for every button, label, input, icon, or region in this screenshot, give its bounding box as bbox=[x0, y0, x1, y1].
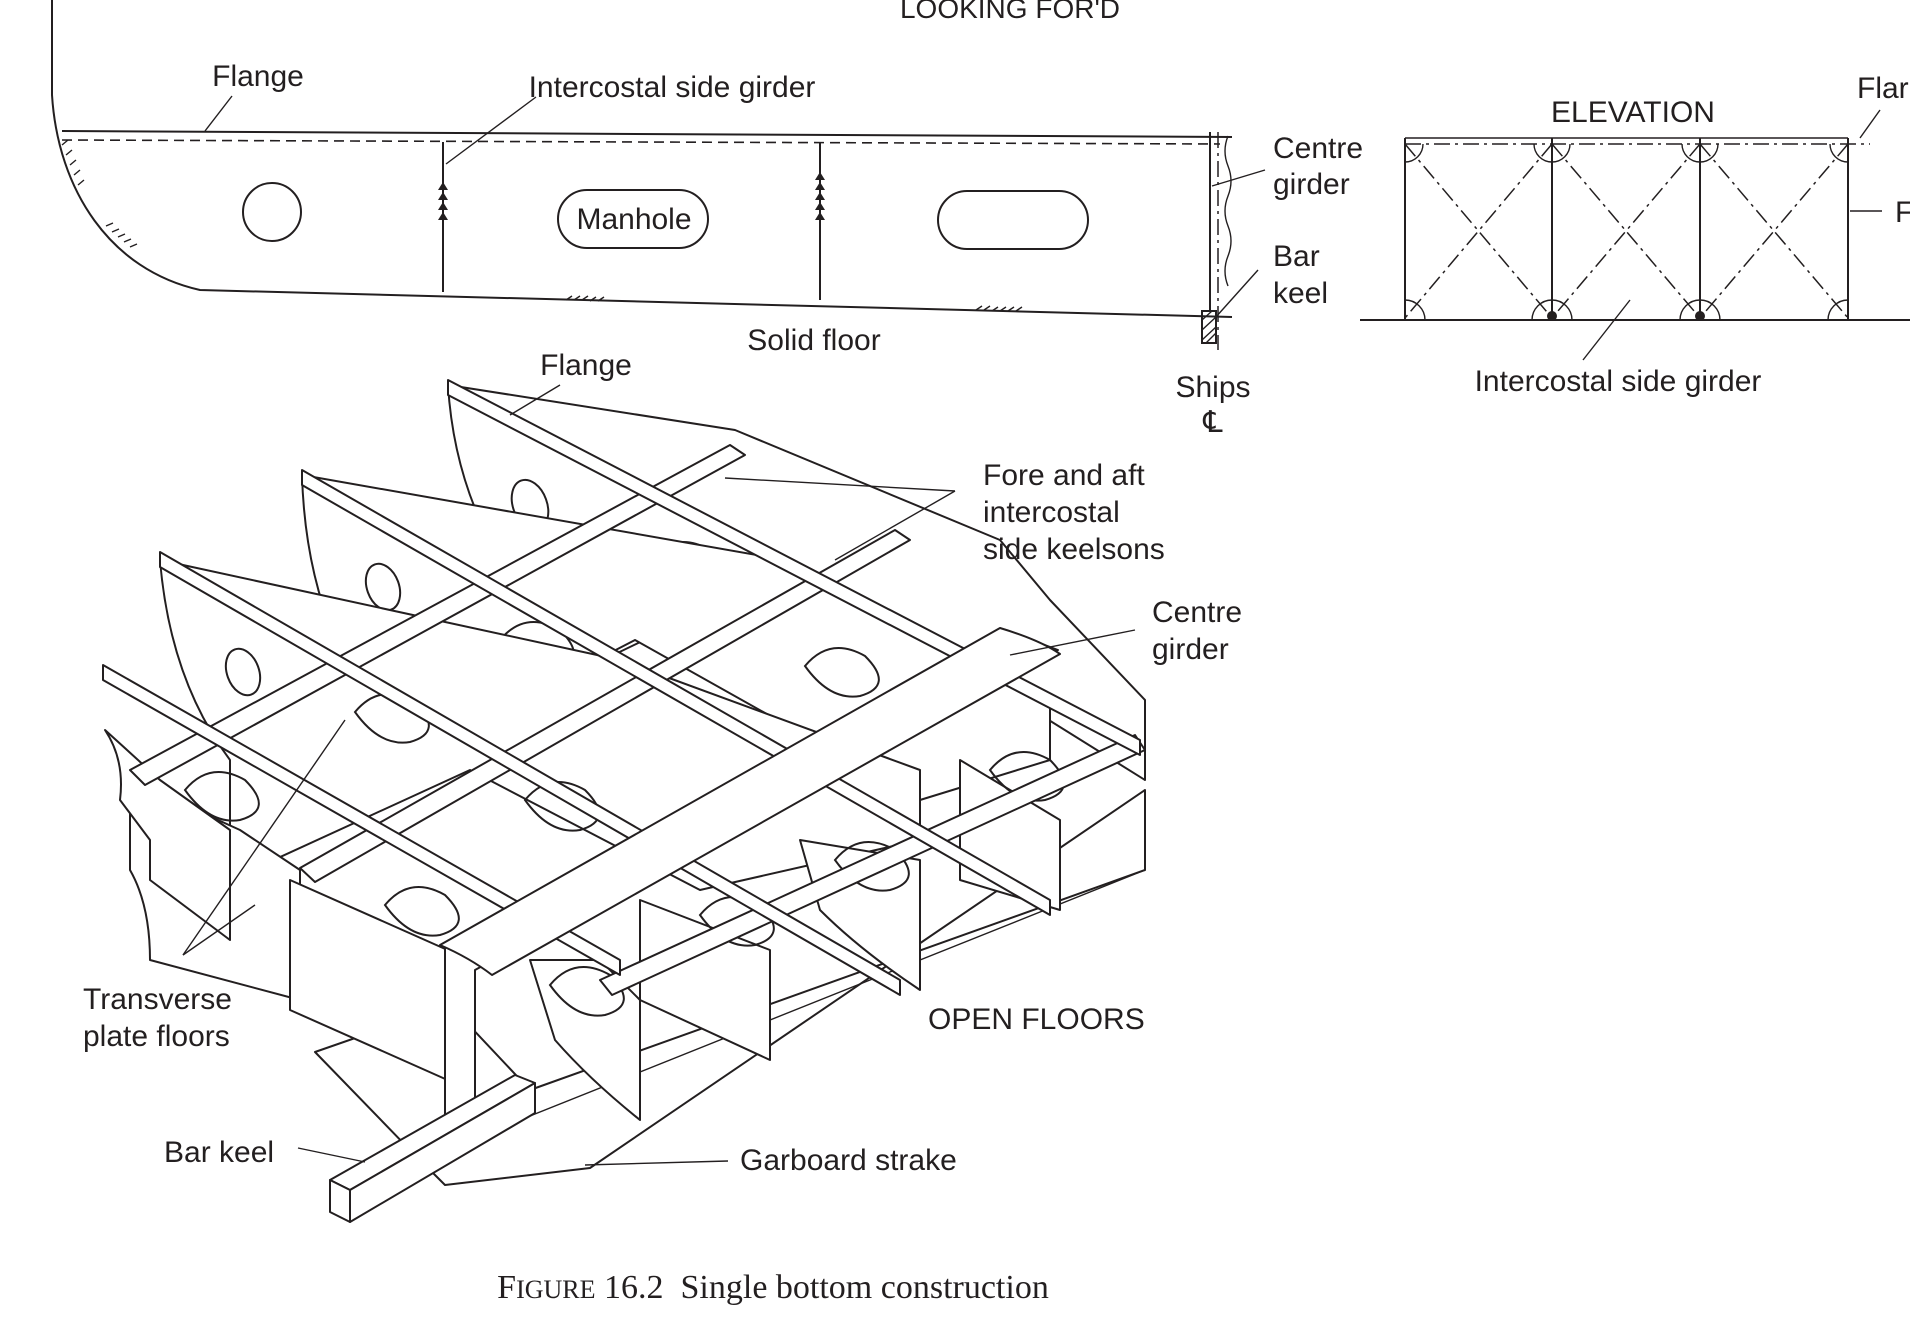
iso-label-centre-girder-line2: girder bbox=[1152, 633, 1229, 666]
caption-prefix: F bbox=[497, 1269, 516, 1306]
iso-label-keelsons-line3: side keelsons bbox=[983, 533, 1165, 566]
label-ships-centreline-symbol: ℄ bbox=[1202, 406, 1222, 439]
bilge-weld-marks bbox=[61, 139, 138, 248]
floor-dashed-line bbox=[61, 139, 1221, 145]
leader-keelsons-b bbox=[834, 490, 956, 561]
elevation-brackets-top bbox=[1404, 143, 1849, 163]
leader-keelsons-a bbox=[724, 477, 956, 492]
lightening-hole-oval bbox=[937, 190, 1089, 250]
side-keelson-2 bbox=[299, 529, 911, 883]
leader-transverse-a bbox=[182, 719, 346, 956]
centre-girder-break bbox=[1224, 135, 1232, 287]
label-ships-line1: Ships bbox=[1175, 371, 1250, 404]
iso-label-bar-keel: Bar keel bbox=[164, 1136, 274, 1169]
centre-girder-flange bbox=[439, 627, 1061, 976]
label-centre-girder-line1: Centre bbox=[1273, 132, 1363, 165]
leader-transverse-b bbox=[182, 904, 256, 956]
elevation-label-flange-partial: Flar bbox=[1857, 72, 1909, 105]
elevation-heading: ELEVATION bbox=[1551, 96, 1715, 129]
iso-label-keelsons-line2: intercostal bbox=[983, 496, 1120, 529]
iso-label-keelsons-line1: Fore and aft bbox=[983, 459, 1145, 492]
isometric-view: Flange Fore and aft intercostal side kee… bbox=[83, 349, 1242, 1223]
iso-label-garboard-strake: Garboard strake bbox=[740, 1144, 957, 1177]
caption-smallcaps: IGURE bbox=[516, 1275, 595, 1304]
iso-label-transverse-line1: Transverse bbox=[83, 983, 232, 1016]
lightening-hole-round bbox=[242, 182, 302, 242]
section-heading: LOOKING FOR'D bbox=[900, 0, 1120, 24]
elevation-view: ELEVATION Flar F Intercostal side girder bbox=[1360, 72, 1910, 398]
elevation-label-floor-partial: F bbox=[1895, 196, 1910, 229]
label-intercostal-side-girder: Intercostal side girder bbox=[529, 71, 816, 104]
label-bar-keel-line1: Bar bbox=[1273, 240, 1320, 273]
elevation-diagonals bbox=[1404, 143, 1849, 319]
elevation-rivet-2 bbox=[1547, 311, 1557, 321]
leader-centre-girder bbox=[1211, 169, 1266, 187]
figure-caption: FIGURE 16.2 Single bottom construction bbox=[497, 1269, 1049, 1306]
flange-strip-1 bbox=[102, 664, 621, 976]
iso-label-centre-girder-line1: Centre bbox=[1152, 596, 1242, 629]
manhole-outline bbox=[557, 189, 709, 249]
leader-bar-keel bbox=[297, 1147, 366, 1163]
bar-keel-hatching bbox=[1201, 310, 1217, 344]
leader-iso-centre-girder bbox=[1009, 629, 1136, 656]
label-bar-keel-line2: keel bbox=[1273, 277, 1328, 310]
side-keelson-3 bbox=[599, 734, 1146, 996]
leader-elevation-flange bbox=[1859, 109, 1881, 139]
elevation-label-intercostal-side-girder: Intercostal side girder bbox=[1475, 365, 1762, 398]
section-view: LOOKING FOR'D Manhole Flange bbox=[51, 0, 1363, 439]
rivet-marks-1 bbox=[438, 182, 448, 220]
leader-iso-flange bbox=[509, 384, 561, 416]
bottom-weld-marks bbox=[565, 295, 1023, 312]
rivet-marks-2 bbox=[815, 172, 825, 220]
side-keelson-1 bbox=[129, 444, 746, 786]
label-flange: Flange bbox=[212, 60, 304, 93]
leader-flange bbox=[204, 95, 233, 132]
elevation-brackets-bottom bbox=[1404, 299, 1849, 321]
caption-rest: 16.2 Single bottom construction bbox=[596, 1269, 1049, 1306]
leader-bar-keel bbox=[1214, 269, 1259, 319]
garboard-strake-detail bbox=[444, 869, 1146, 1151]
iso-label-transverse-line2: plate floors bbox=[83, 1020, 230, 1053]
iso-label-flange: Flange bbox=[540, 349, 632, 382]
manhole-label: Manhole bbox=[576, 203, 691, 236]
iso-label-open-floors: OPEN FLOORS bbox=[928, 1003, 1145, 1036]
leader-elevation-intercostal bbox=[1582, 299, 1631, 361]
leader-intercostal bbox=[445, 96, 537, 165]
leader-garboard bbox=[584, 1160, 729, 1166]
bar-keel-side bbox=[349, 1082, 536, 1223]
open-floor-plates bbox=[104, 729, 1065, 1121]
elevation-rivet-3 bbox=[1695, 311, 1705, 321]
floor-flange-top bbox=[61, 130, 1233, 138]
label-solid-floor: Solid floor bbox=[747, 324, 880, 357]
hull-bilge-curve bbox=[51, 0, 1233, 318]
label-centre-girder-line2: girder bbox=[1273, 168, 1350, 201]
